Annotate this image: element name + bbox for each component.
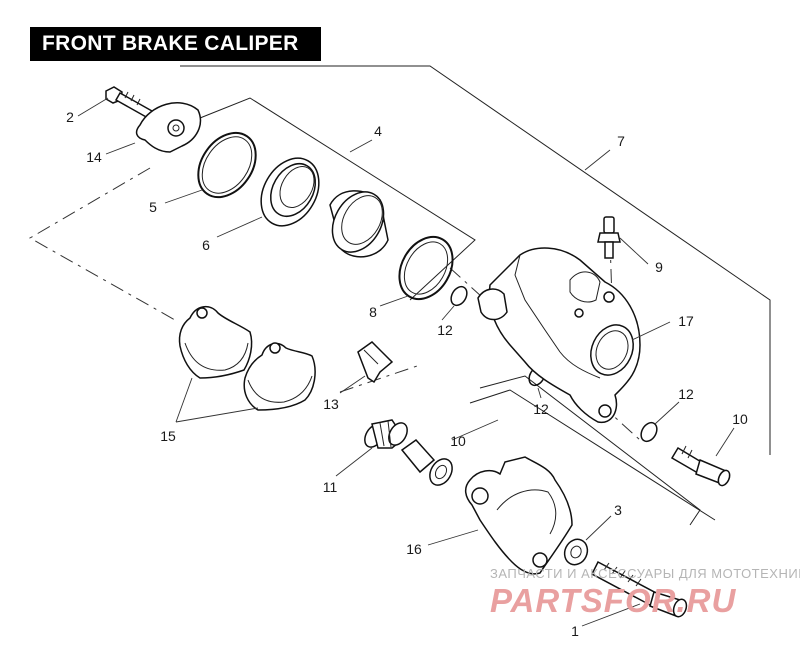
part-12-oring-c bbox=[640, 421, 658, 443]
part-11-boot bbox=[364, 419, 408, 449]
callout-4: 4 bbox=[374, 123, 382, 139]
callout-9: 9 bbox=[655, 259, 663, 275]
part-4-piston bbox=[329, 190, 389, 258]
part-9-bleeder bbox=[597, 216, 621, 259]
part-17-caliper-body bbox=[477, 247, 641, 424]
callout-10-b: 10 bbox=[732, 411, 748, 427]
callout-1: 1 bbox=[571, 623, 579, 639]
callout-2: 2 bbox=[66, 109, 74, 125]
bracket-group-line-b bbox=[469, 389, 716, 521]
part-10-sleeve bbox=[400, 439, 453, 486]
callout-10-a: 10 bbox=[450, 433, 466, 449]
part-3-washer bbox=[563, 538, 589, 566]
bracket-group-line-a bbox=[479, 375, 701, 526]
callout-5: 5 bbox=[149, 199, 157, 215]
part-12-oring-a bbox=[450, 285, 468, 307]
part-16-bracket bbox=[464, 456, 573, 575]
callout-7: 7 bbox=[617, 133, 625, 149]
callout-12-b: 12 bbox=[533, 401, 549, 417]
leader-lines bbox=[77, 97, 735, 627]
part-1-bolt bbox=[591, 560, 688, 618]
part-15-brake-pad-b bbox=[243, 342, 316, 411]
part-13-clip bbox=[357, 341, 394, 384]
seal-kit-4-bracket bbox=[199, 97, 476, 301]
part-6-seal bbox=[260, 157, 320, 227]
part-8-seal bbox=[398, 236, 454, 300]
page-title: FRONT BRAKE CALIPER bbox=[30, 27, 321, 61]
part-10-slide-pin-right bbox=[670, 445, 731, 487]
callout-8: 8 bbox=[369, 304, 377, 320]
part-5-ring bbox=[197, 131, 257, 199]
callout-11: 11 bbox=[323, 479, 338, 495]
callout-12-c: 12 bbox=[678, 386, 694, 402]
callout-3: 3 bbox=[614, 502, 622, 518]
callout-15: 15 bbox=[160, 428, 176, 444]
callout-17: 17 bbox=[678, 313, 694, 329]
pin-group-dash-line bbox=[339, 364, 421, 393]
callout-12-a: 12 bbox=[437, 322, 453, 338]
part-2-bolt bbox=[105, 86, 154, 120]
callout-6: 6 bbox=[202, 237, 210, 253]
pad-group-dash-line bbox=[28, 167, 176, 321]
callout-14: 14 bbox=[86, 149, 102, 165]
callout-16: 16 bbox=[406, 541, 422, 557]
watermark-tagline: ЗАПЧАСТИ И АКСЕССУАРЫ ДЛЯ МОТОТЕХНИКИ bbox=[490, 566, 800, 581]
part-15-brake-pad-a bbox=[178, 306, 253, 379]
watermark-brand-logo: PARTSFOR.RU bbox=[490, 582, 736, 619]
callout-13: 13 bbox=[323, 396, 339, 412]
part-14-plate bbox=[135, 102, 202, 153]
assembly-7-bracket bbox=[180, 65, 771, 455]
